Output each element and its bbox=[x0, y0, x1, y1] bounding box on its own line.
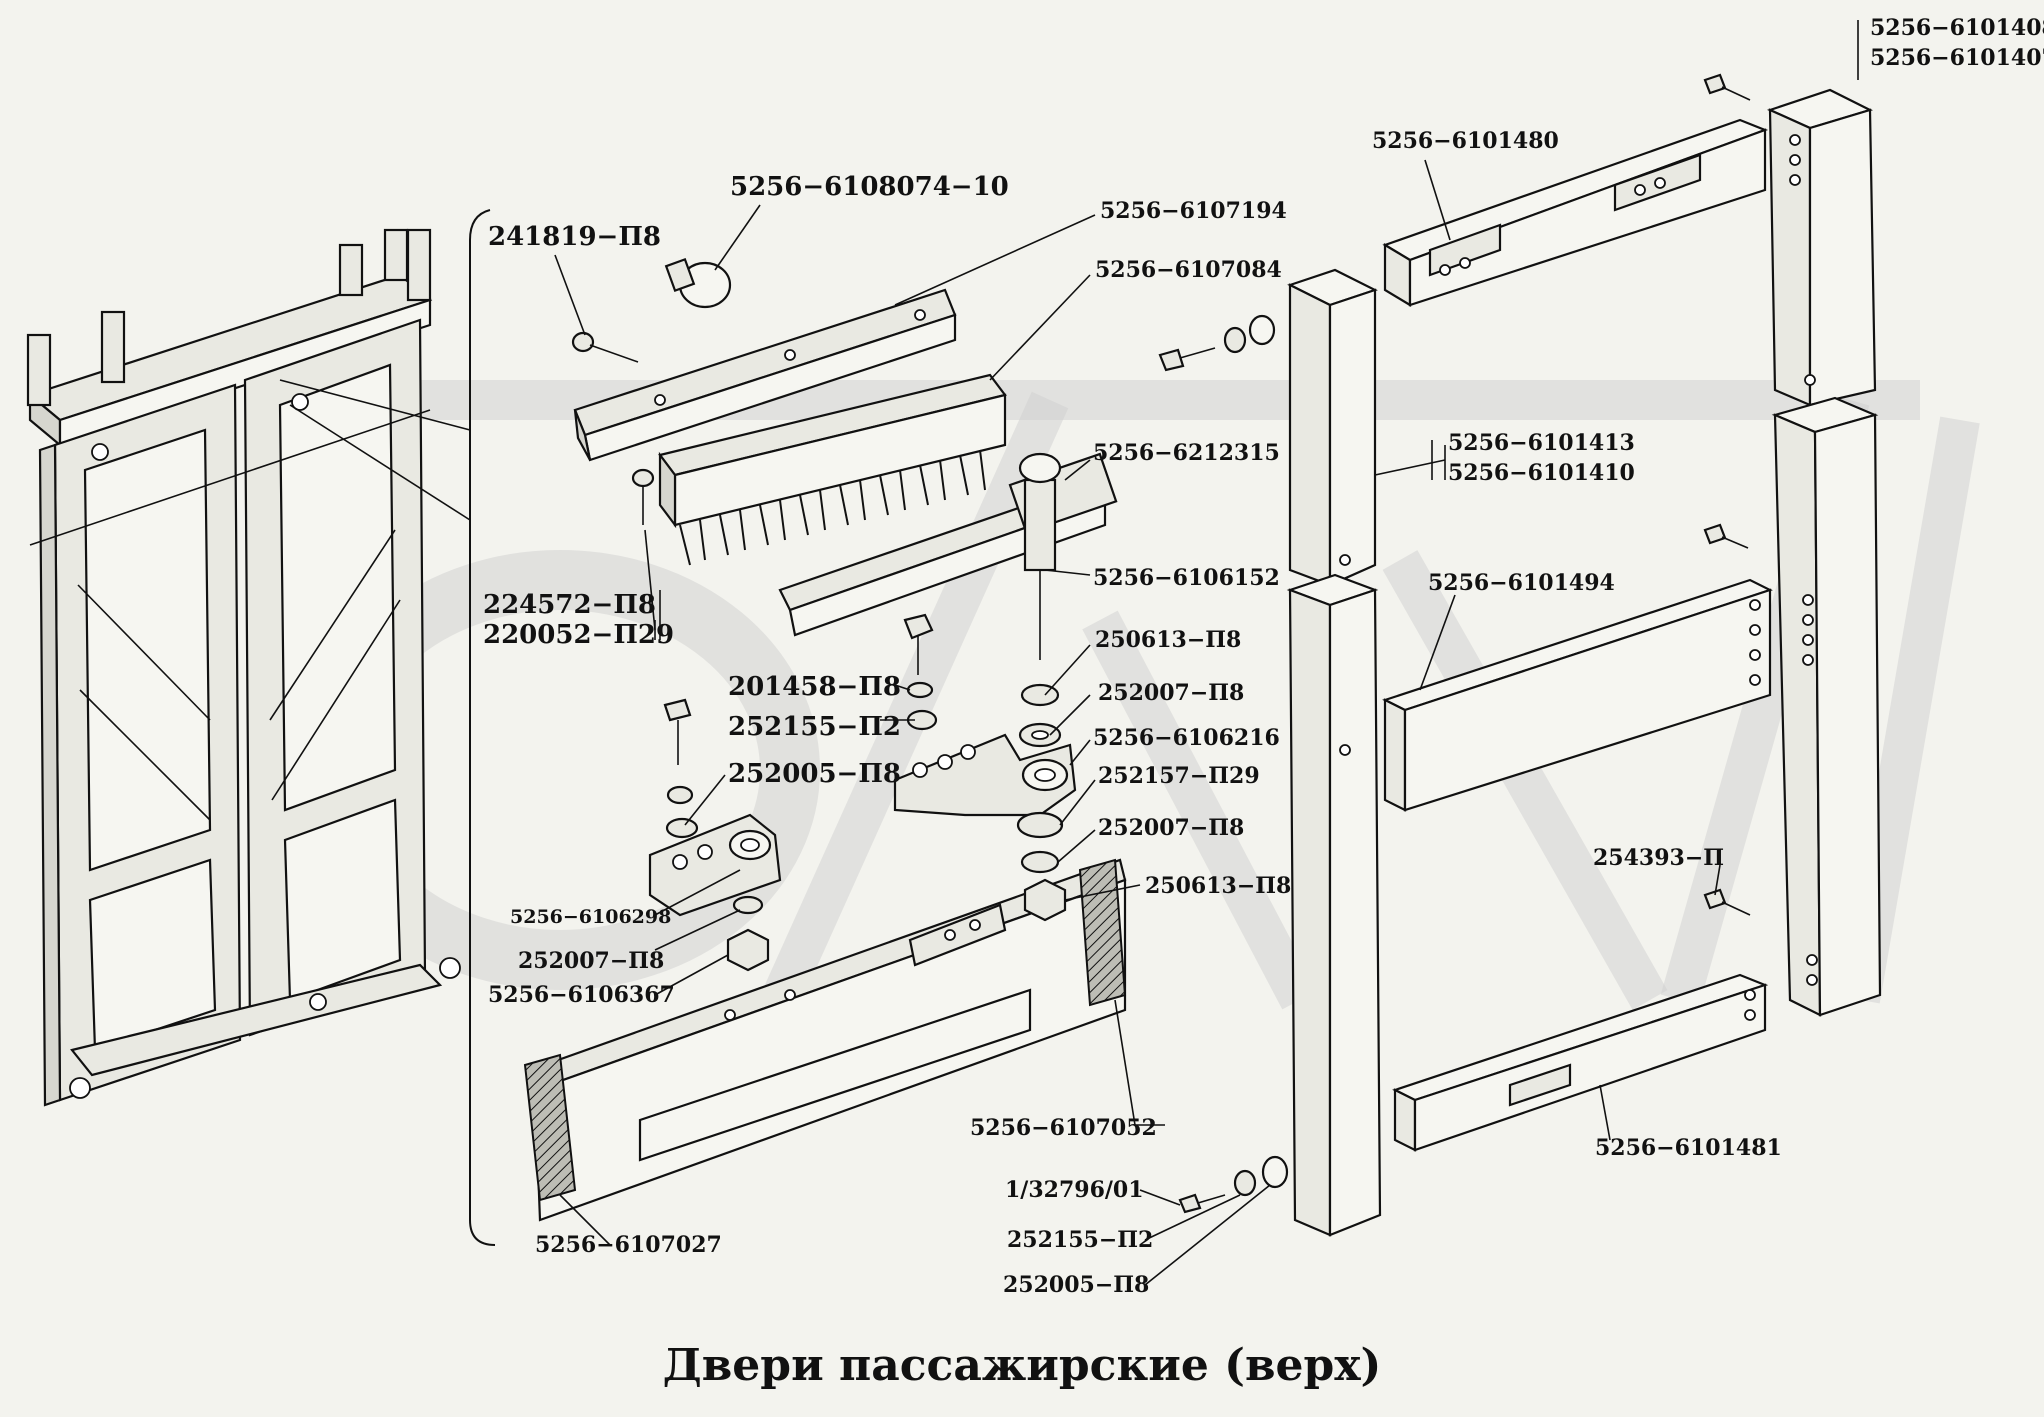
label-252157-P29: 252157−П29 bbox=[1098, 763, 1260, 789]
hex-nut bbox=[726, 928, 770, 972]
label-5256-6212315: 5256−6212315 bbox=[1093, 440, 1280, 466]
label-224572-P8: 224572−П8 bbox=[483, 590, 656, 620]
label-252005-P8-bottom: 252005−П8 bbox=[1003, 1272, 1149, 1298]
pivot-shaft-assembly bbox=[778, 452, 1118, 748]
door-bottom-frame bbox=[523, 858, 1127, 1222]
rear-post-upper bbox=[1766, 88, 1877, 407]
label-252007-P8-bottom: 252007−П8 bbox=[518, 948, 664, 974]
left-bolt-stack bbox=[663, 698, 699, 839]
label-5256-6107194: 5256−6107194 bbox=[1100, 198, 1287, 224]
door-brush-seal bbox=[658, 373, 1007, 566]
door-lever-arm bbox=[893, 733, 1077, 817]
label-5256-6107027: 5256−6107027 bbox=[535, 1232, 722, 1258]
label-252155-P2-bottom: 252155−П2 bbox=[1007, 1227, 1153, 1253]
long-screw bbox=[631, 468, 655, 525]
label-252007-P8-top: 252007−П8 bbox=[1098, 680, 1244, 706]
small-bolts-right bbox=[1703, 73, 1751, 916]
label-252007-P8-mid: 252007−П8 bbox=[1098, 815, 1244, 841]
label-5256-6101408: 5256−6101408 bbox=[1870, 15, 2044, 41]
label-5256-6101481: 5256−6101481 bbox=[1595, 1135, 1782, 1161]
label-5256-6101410: 5256−6101410 bbox=[1448, 460, 1635, 486]
front-post-lower bbox=[1286, 573, 1382, 1237]
spring-washer bbox=[1020, 850, 1060, 874]
diagram-title: Двери пассажирские (верх) bbox=[663, 1340, 1382, 1391]
self-tapping-screw bbox=[571, 331, 639, 363]
label-220052-P29: 220052−П29 bbox=[483, 620, 674, 650]
top-guide-rail bbox=[573, 288, 957, 462]
label-5256-6106216: 5256−6106216 bbox=[1093, 725, 1280, 751]
top-bolt-washers bbox=[1158, 314, 1276, 372]
label-5256-6101413: 5256−6101413 bbox=[1448, 430, 1635, 456]
upper-cross-rail bbox=[1382, 118, 1769, 307]
label-250613-P8-top: 250613−П8 bbox=[1095, 627, 1241, 653]
label-5256-6108074-10: 5256−6108074−10 bbox=[730, 172, 1009, 202]
label-5256-6107084: 5256−6107084 bbox=[1095, 257, 1282, 283]
part-labels: 5256−6101408 5256−6101407 5256−6101480 5… bbox=[483, 15, 2044, 1298]
hex-nut-b bbox=[1023, 878, 1067, 922]
label-250613-P8-bottom: 250613−П8 bbox=[1145, 873, 1291, 899]
rear-post-lower bbox=[1771, 396, 1882, 1017]
label-252155-P2-top: 252155−П2 bbox=[728, 712, 901, 742]
grouping-bracket bbox=[469, 209, 496, 1246]
leader-lines bbox=[554, 20, 1859, 1286]
spring-washer-b bbox=[732, 895, 764, 915]
plastic-rivet bbox=[664, 257, 732, 309]
door-assembly bbox=[26, 228, 471, 1107]
lever-block bbox=[648, 813, 782, 917]
bottom-fasteners bbox=[1178, 1155, 1289, 1214]
label-252005-P8-top: 252005−П8 bbox=[728, 759, 901, 789]
label-5256-6106152: 5256−6106152 bbox=[1093, 565, 1280, 591]
label-5256-6101494: 5256−6101494 bbox=[1428, 570, 1615, 596]
front-post-upper bbox=[1287, 268, 1378, 587]
label-241819-P8: 241819−П8 bbox=[488, 222, 661, 252]
label-5256-6106298: 5256−6106298 bbox=[510, 906, 671, 928]
label-254393-P: 254393−П bbox=[1593, 845, 1724, 871]
label-5256-6101480: 5256−6101480 bbox=[1372, 128, 1559, 154]
label-5256-6101407: 5256−6101407 bbox=[1870, 45, 2044, 71]
label-1-32796-01: 1/32796/01 bbox=[1005, 1177, 1144, 1203]
middle-cross-panel bbox=[1382, 578, 1773, 812]
label-201458-P8: 201458−П8 bbox=[728, 672, 901, 702]
lower-cross-rail bbox=[1392, 973, 1769, 1152]
label-5256-6106367: 5256−6106367 bbox=[488, 982, 675, 1008]
label-5256-6107052: 5256−6107052 bbox=[970, 1115, 1157, 1141]
washer bbox=[1016, 811, 1064, 839]
